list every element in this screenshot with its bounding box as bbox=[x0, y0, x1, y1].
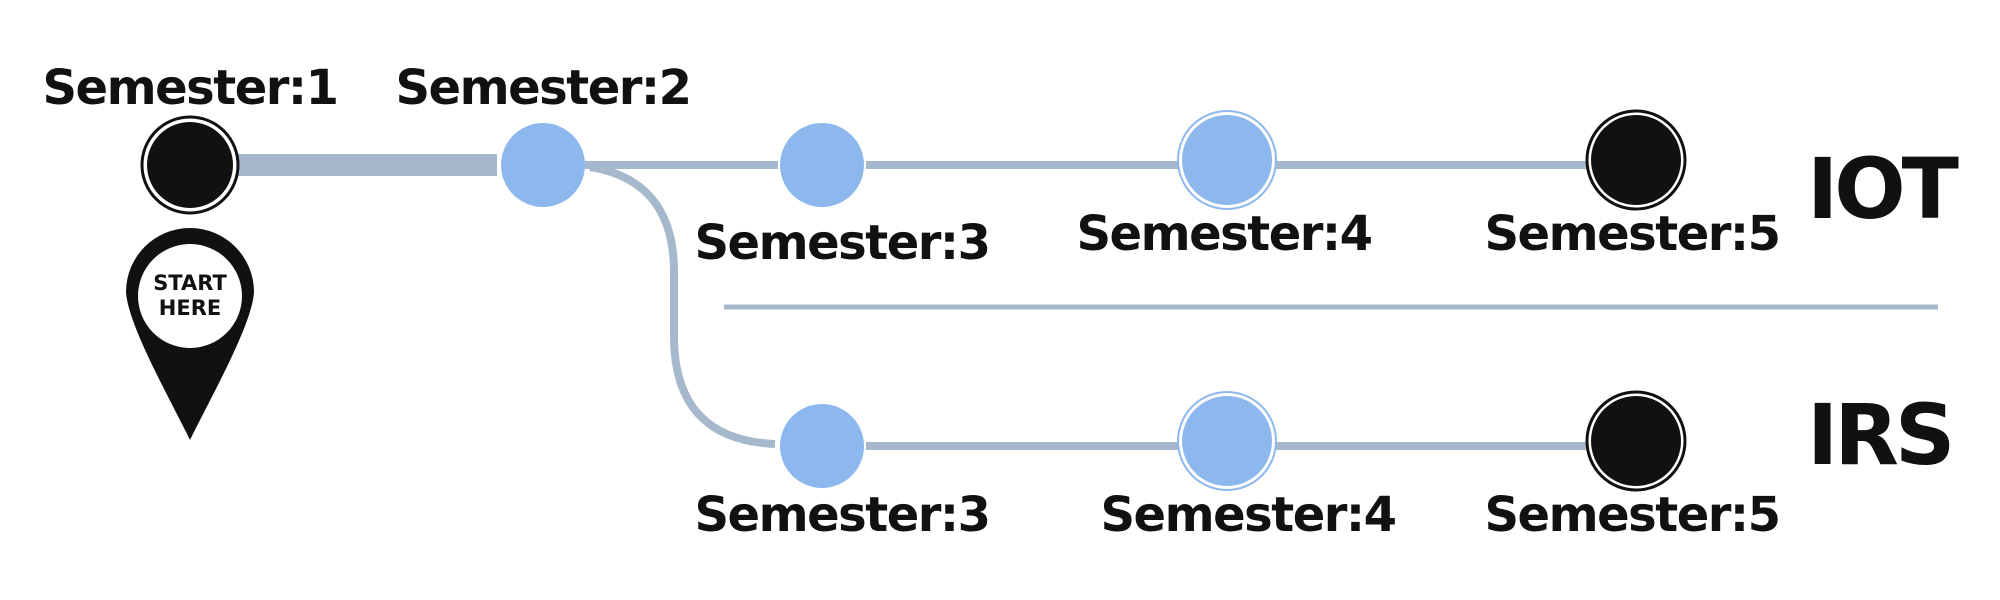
track-title-iot: IOT bbox=[1807, 140, 1959, 238]
connector-branch-sem2-irs bbox=[589, 163, 776, 448]
start-pin-line1: START bbox=[153, 271, 227, 295]
label-iot-semester-4: Semester:4 bbox=[1076, 206, 1371, 262]
node-iot-semester-5 bbox=[1585, 109, 1687, 211]
label-iot-semester-3: Semester:3 bbox=[694, 215, 989, 271]
node-irs-semester-3 bbox=[780, 404, 864, 488]
label-irs-semester-3: Semester:3 bbox=[694, 487, 989, 543]
node-iot-semester-4 bbox=[1177, 110, 1277, 210]
start-pin-line2: HERE bbox=[159, 296, 221, 320]
node-semester-1 bbox=[140, 115, 240, 215]
node-iot-semester-3 bbox=[780, 123, 864, 207]
node-irs-semester-5 bbox=[1585, 390, 1687, 492]
node-semester-2 bbox=[501, 123, 585, 207]
track-title-irs: IRS bbox=[1807, 386, 1951, 484]
map-pin-icon: START HERE bbox=[126, 228, 254, 440]
label-semester-1: Semester:1 bbox=[42, 60, 337, 116]
label-semester-2: Semester:2 bbox=[395, 60, 690, 116]
label-irs-semester-5: Semester:5 bbox=[1484, 487, 1779, 543]
node-irs-semester-4 bbox=[1177, 391, 1277, 491]
label-iot-semester-5: Semester:5 bbox=[1484, 206, 1779, 262]
label-irs-semester-4: Semester:4 bbox=[1100, 487, 1395, 543]
